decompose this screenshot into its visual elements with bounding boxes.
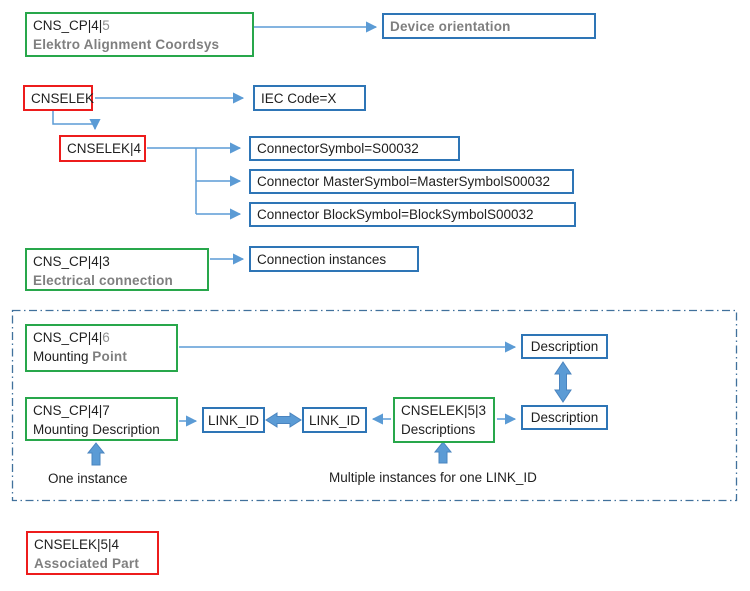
node-descriptions-subtitle: Descriptions [401,422,476,437]
node-associated-part-subtitle: Associated Part [34,556,140,571]
node-coordsys-id: CNS_CP|4|5 [33,18,110,33]
node-connection-instances-label: Connection instances [257,251,387,267]
node-mounting-description-subtitle: Mounting Description [33,422,160,437]
node-cnselek4-label: CNSELEK|4 [67,141,142,156]
node-connector-block-symbol-label: Connector BlockSymbol=BlockSymbolS00032 [257,207,534,222]
node-connector-symbol: ConnectorSymbol=S00032 [249,136,460,161]
caption-one-instance: One instance [48,471,128,486]
node-link-id-left: LINK_ID [202,407,265,433]
node-mounting-point-subtitle: Mounting Point [33,349,128,364]
node-associated-part: CNSELEK|5|4 Associated Part [26,531,159,575]
node-iec-code-label: IEC Code=X [261,90,337,106]
node-link-id-left-label: LINK_ID [207,412,260,428]
node-electrical-connection: CNS_CP|4|3 Electrical connection [25,248,209,291]
node-link-id-right: LINK_ID [302,407,367,433]
node-electrical-connection-id: CNS_CP|4|3 [33,254,110,269]
node-description-top-label: Description [530,339,599,354]
node-mounting-description: CNS_CP|4|7 Mounting Description [25,397,178,441]
dashed-group-frame [11,309,738,502]
node-descriptions: CNSELEK|5|3 Descriptions [393,397,495,443]
node-cnselek: CNSELEK [23,85,95,111]
node-cnselek-label: CNSELEK [31,90,95,106]
node-cnselek4: CNSELEK|4 [59,135,146,162]
elbow-cnselek-to-cnselek4 [52,111,101,131]
node-description-bottom: Description [521,405,608,430]
node-device-orientation: Device orientation [382,13,596,39]
caption-multiple-instances: Multiple instances for one LINK_ID [329,470,537,485]
node-device-orientation-label: Device orientation [390,18,511,34]
node-coordsys: CNS_CP|4|5 Elektro Alignment Coordsys [25,12,254,57]
node-connection-instances: Connection instances [249,246,419,272]
node-connector-master-symbol: Connector MasterSymbol=MasterSymbolS0003… [249,169,574,194]
node-mounting-point: CNS_CP|4|6 Mounting Point [25,324,178,372]
up-arrow-one-instance [86,442,106,466]
double-arrow-link-id-horizontal [265,412,302,428]
node-mounting-point-id: CNS_CP|4|6 [33,330,110,345]
node-description-bottom-label: Description [530,410,599,425]
node-connector-symbol-label: ConnectorSymbol=S00032 [257,141,419,156]
node-associated-part-id: CNSELEK|5|4 [34,537,120,552]
node-connector-master-symbol-label: Connector MasterSymbol=MasterSymbolS0003… [257,174,551,189]
double-arrow-description-vertical [554,361,572,403]
up-arrow-multiple-instances [433,441,453,464]
node-description-top: Description [521,334,608,359]
node-link-id-right-label: LINK_ID [308,412,361,428]
node-coordsys-subtitle: Elektro Alignment Coordsys [33,37,220,52]
node-electrical-connection-subtitle: Electrical connection [33,273,173,288]
node-descriptions-id: CNSELEK|5|3 [401,403,487,418]
node-connector-block-symbol: Connector BlockSymbol=BlockSymbolS00032 [249,202,576,227]
node-iec-code: IEC Code=X [253,85,366,111]
node-mounting-description-id: CNS_CP|4|7 [33,403,110,418]
